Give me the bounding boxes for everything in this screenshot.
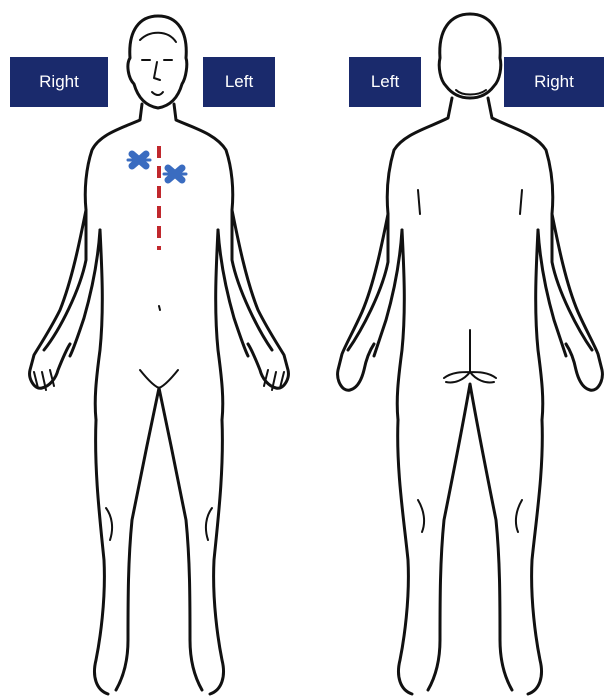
back-legs <box>398 384 543 694</box>
electrode-marker-left <box>164 168 186 180</box>
front-legs <box>95 388 224 694</box>
front-face <box>142 60 172 95</box>
front-left-label: Left <box>203 57 275 107</box>
front-arm-right <box>30 210 100 388</box>
back-left-label: Left <box>349 57 421 107</box>
electrode-marker-right <box>128 154 150 166</box>
front-figure <box>30 16 289 694</box>
back-right-label: Right <box>504 57 604 107</box>
front-right-label: Right <box>10 57 108 107</box>
back-arm-left <box>338 214 402 390</box>
front-arm-left <box>218 210 288 388</box>
back-figure <box>338 14 603 694</box>
back-buttocks <box>444 330 496 383</box>
back-arm-right <box>538 214 602 390</box>
back-head <box>439 14 501 98</box>
